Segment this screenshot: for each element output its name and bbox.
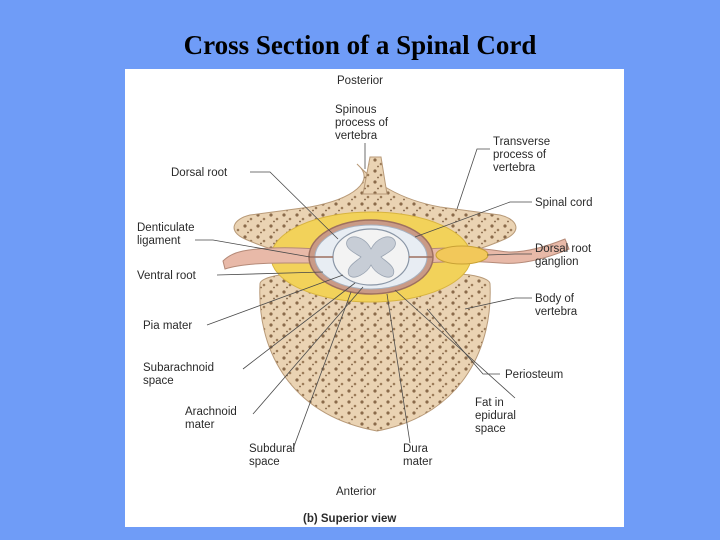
label-ventral-root: Ventral root xyxy=(137,270,197,282)
label-dorsal-root-ganglion: Dorsal root ganglion xyxy=(535,243,594,268)
label-subdural-space: Subdural space xyxy=(249,443,298,468)
spinal-cord-diagram: Posterior Spinous process of vertebra Tr… xyxy=(137,75,594,525)
diagram-panel: Posterior Spinous process of vertebra Tr… xyxy=(125,69,624,527)
label-anterior: Anterior xyxy=(336,486,376,498)
label-transverse-process: Transverse process of vertebra xyxy=(493,136,553,174)
label-arachnoid-mater: Arachnoid mater xyxy=(185,406,240,431)
spinous-process xyxy=(362,156,388,195)
label-dorsal-root: Dorsal root xyxy=(171,167,228,179)
label-denticulate-ligament: Denticulate ligament xyxy=(137,222,198,247)
label-dura-mater: Dura mater xyxy=(403,443,433,468)
gray-matter xyxy=(346,236,396,278)
slide-title: Cross Section of a Spinal Cord xyxy=(183,30,537,60)
label-spinous-process: Spinous process of vertebra xyxy=(335,104,391,142)
dorsal-root-ganglion xyxy=(435,245,489,265)
label-spinal-cord: Spinal cord xyxy=(535,197,593,209)
label-body-of-vertebra: Body of vertebra xyxy=(535,293,578,318)
spinal-nerve-left xyxy=(222,247,318,270)
label-subarachnoid-space: Subarachnoid space xyxy=(143,362,217,387)
label-posterior: Posterior xyxy=(337,75,383,87)
leader-lines xyxy=(195,143,532,450)
label-fat-epidural-space: Fat in epidural space xyxy=(475,397,519,435)
label-pia-mater: Pia mater xyxy=(143,320,192,332)
figure-caption: (b) Superior view xyxy=(303,513,396,525)
label-periosteum: Periosteum xyxy=(505,369,563,381)
